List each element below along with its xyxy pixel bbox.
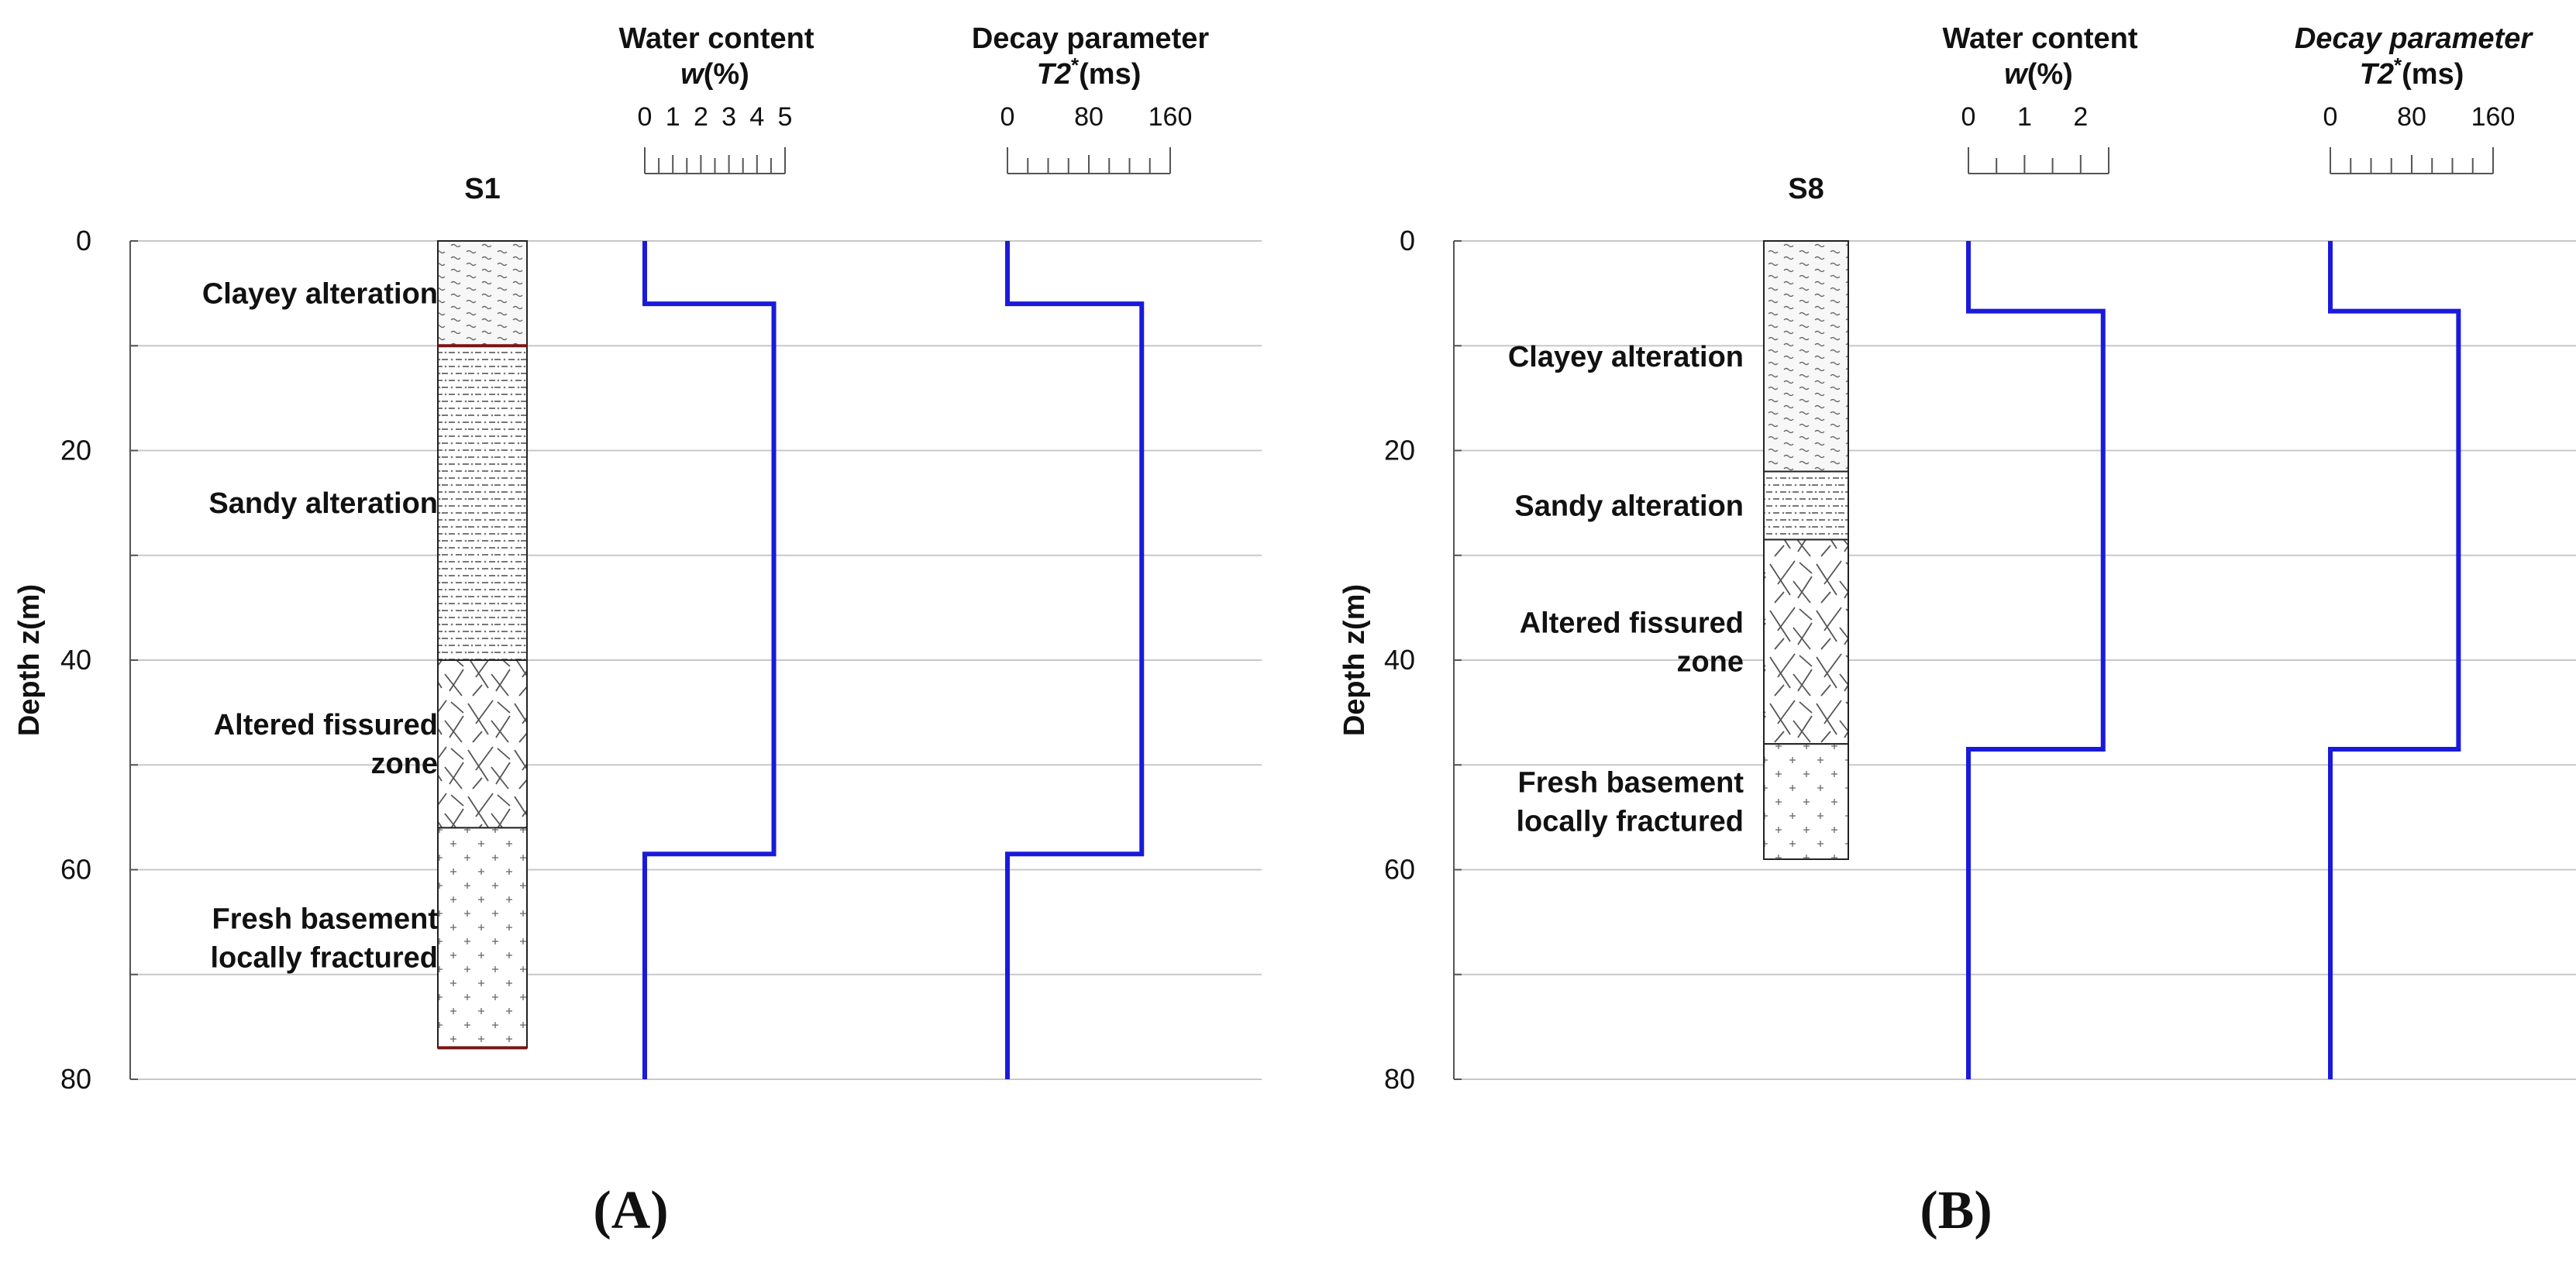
- decay-parameter-tick-label: 80: [1074, 102, 1104, 132]
- panel-label: (A): [593, 1181, 668, 1240]
- decay-parameter-subtitle: T2*(ms): [2360, 53, 2464, 91]
- layer-sand: [437, 345, 528, 661]
- water-content-unit: (%): [2027, 58, 2073, 91]
- y-tick-label: 20: [1384, 435, 1415, 466]
- y-tick-label: 60: [60, 854, 91, 886]
- layer-label: Altered fissured: [1520, 607, 1744, 639]
- water-content-tick-label: 2: [2073, 102, 2088, 132]
- layer-label: Sandy alteration: [1514, 490, 1744, 523]
- water-content-tick-label: 2: [694, 102, 708, 132]
- layer-label: zone: [1676, 645, 1744, 678]
- layer-basement: [1763, 743, 1849, 860]
- decay-parameter-tick-label: 80: [2397, 102, 2426, 132]
- layer-label: Fresh basement: [212, 903, 439, 935]
- decay-parameter-profile-line: [2328, 241, 2461, 1079]
- water-content-profile-line: [1966, 241, 2106, 1079]
- decay-parameter-profile-line: [1005, 241, 1145, 1079]
- water-content-profile-line: [642, 241, 777, 1079]
- water-content-subtitle: w(%): [2004, 58, 2073, 91]
- decay-parameter-tick-label: 160: [1149, 102, 1193, 132]
- y-axis-title: Depth z(m): [13, 584, 46, 736]
- decay-parameter-var: T2: [1037, 58, 1071, 91]
- layer-label: Clayey alteration: [202, 278, 438, 311]
- y-tick-label: 80: [1384, 1063, 1415, 1095]
- y-tick-label: 80: [60, 1063, 91, 1095]
- decay-parameter-title: Decay parameter: [972, 22, 1210, 55]
- water-content-tick-label: 5: [778, 102, 793, 132]
- water-content-tick-label: 1: [2017, 102, 2032, 132]
- water-content-tick-label: 0: [638, 102, 653, 132]
- water-content-title: Water content: [1943, 22, 2138, 55]
- decay-parameter-unit: (ms): [1079, 58, 1141, 91]
- water-content-tick-label: 4: [749, 102, 764, 132]
- panel-label: (B): [1920, 1181, 1992, 1240]
- decay-parameter-tick-label: 160: [2471, 102, 2516, 132]
- y-tick-label: 40: [1384, 644, 1415, 676]
- water-content-var: w: [2004, 58, 2029, 91]
- y-tick-label: 20: [60, 435, 91, 466]
- y-tick-label: 0: [76, 225, 91, 256]
- layer-label: Fresh basement: [1518, 767, 1744, 800]
- y-tick-label: 40: [60, 644, 91, 676]
- layer-label: Altered fissured: [214, 709, 438, 741]
- borehole-title: S1: [464, 173, 500, 205]
- decay-parameter-tick-label: 0: [2323, 102, 2338, 132]
- layer-fissured: [1763, 538, 1849, 745]
- water-content-tick-label: 3: [721, 102, 736, 132]
- water-content-var: w: [680, 58, 705, 91]
- layer-clay: [1763, 240, 1849, 473]
- water-content-tick-label: 1: [666, 102, 680, 132]
- water-content-title: Water content: [619, 22, 814, 55]
- decay-parameter-subtitle: T2*(ms): [1037, 53, 1142, 91]
- layer-label: locally fractured: [210, 941, 438, 974]
- decay-parameter-var: T2: [2360, 58, 2394, 91]
- water-content-unit: (%): [704, 58, 749, 91]
- layer-clay: [437, 240, 528, 347]
- decay-parameter-sup: *: [1071, 53, 1080, 77]
- decay-parameter-sup: *: [2394, 53, 2402, 77]
- layer-fissured: [437, 659, 528, 829]
- decay-parameter-tick-label: 0: [1000, 102, 1015, 132]
- water-content-tick-label: 0: [1961, 102, 1976, 132]
- water-content-subtitle: w(%): [680, 58, 749, 91]
- y-tick-label: 60: [1384, 854, 1415, 886]
- layer-label: Sandy alteration: [208, 487, 438, 520]
- y-tick-label: 0: [1400, 225, 1415, 256]
- layer-sand: [1763, 470, 1849, 541]
- decay-parameter-unit: (ms): [2402, 58, 2464, 91]
- layer-basement: [437, 827, 528, 1049]
- borehole-title: S8: [1788, 173, 1824, 205]
- decay-parameter-title: Decay parameter: [2295, 22, 2534, 55]
- layer-label: Clayey alteration: [1508, 341, 1744, 373]
- layer-label: zone: [370, 748, 438, 780]
- layer-label: locally fractured: [1516, 806, 1744, 838]
- y-axis-title: Depth z(m): [1338, 584, 1371, 736]
